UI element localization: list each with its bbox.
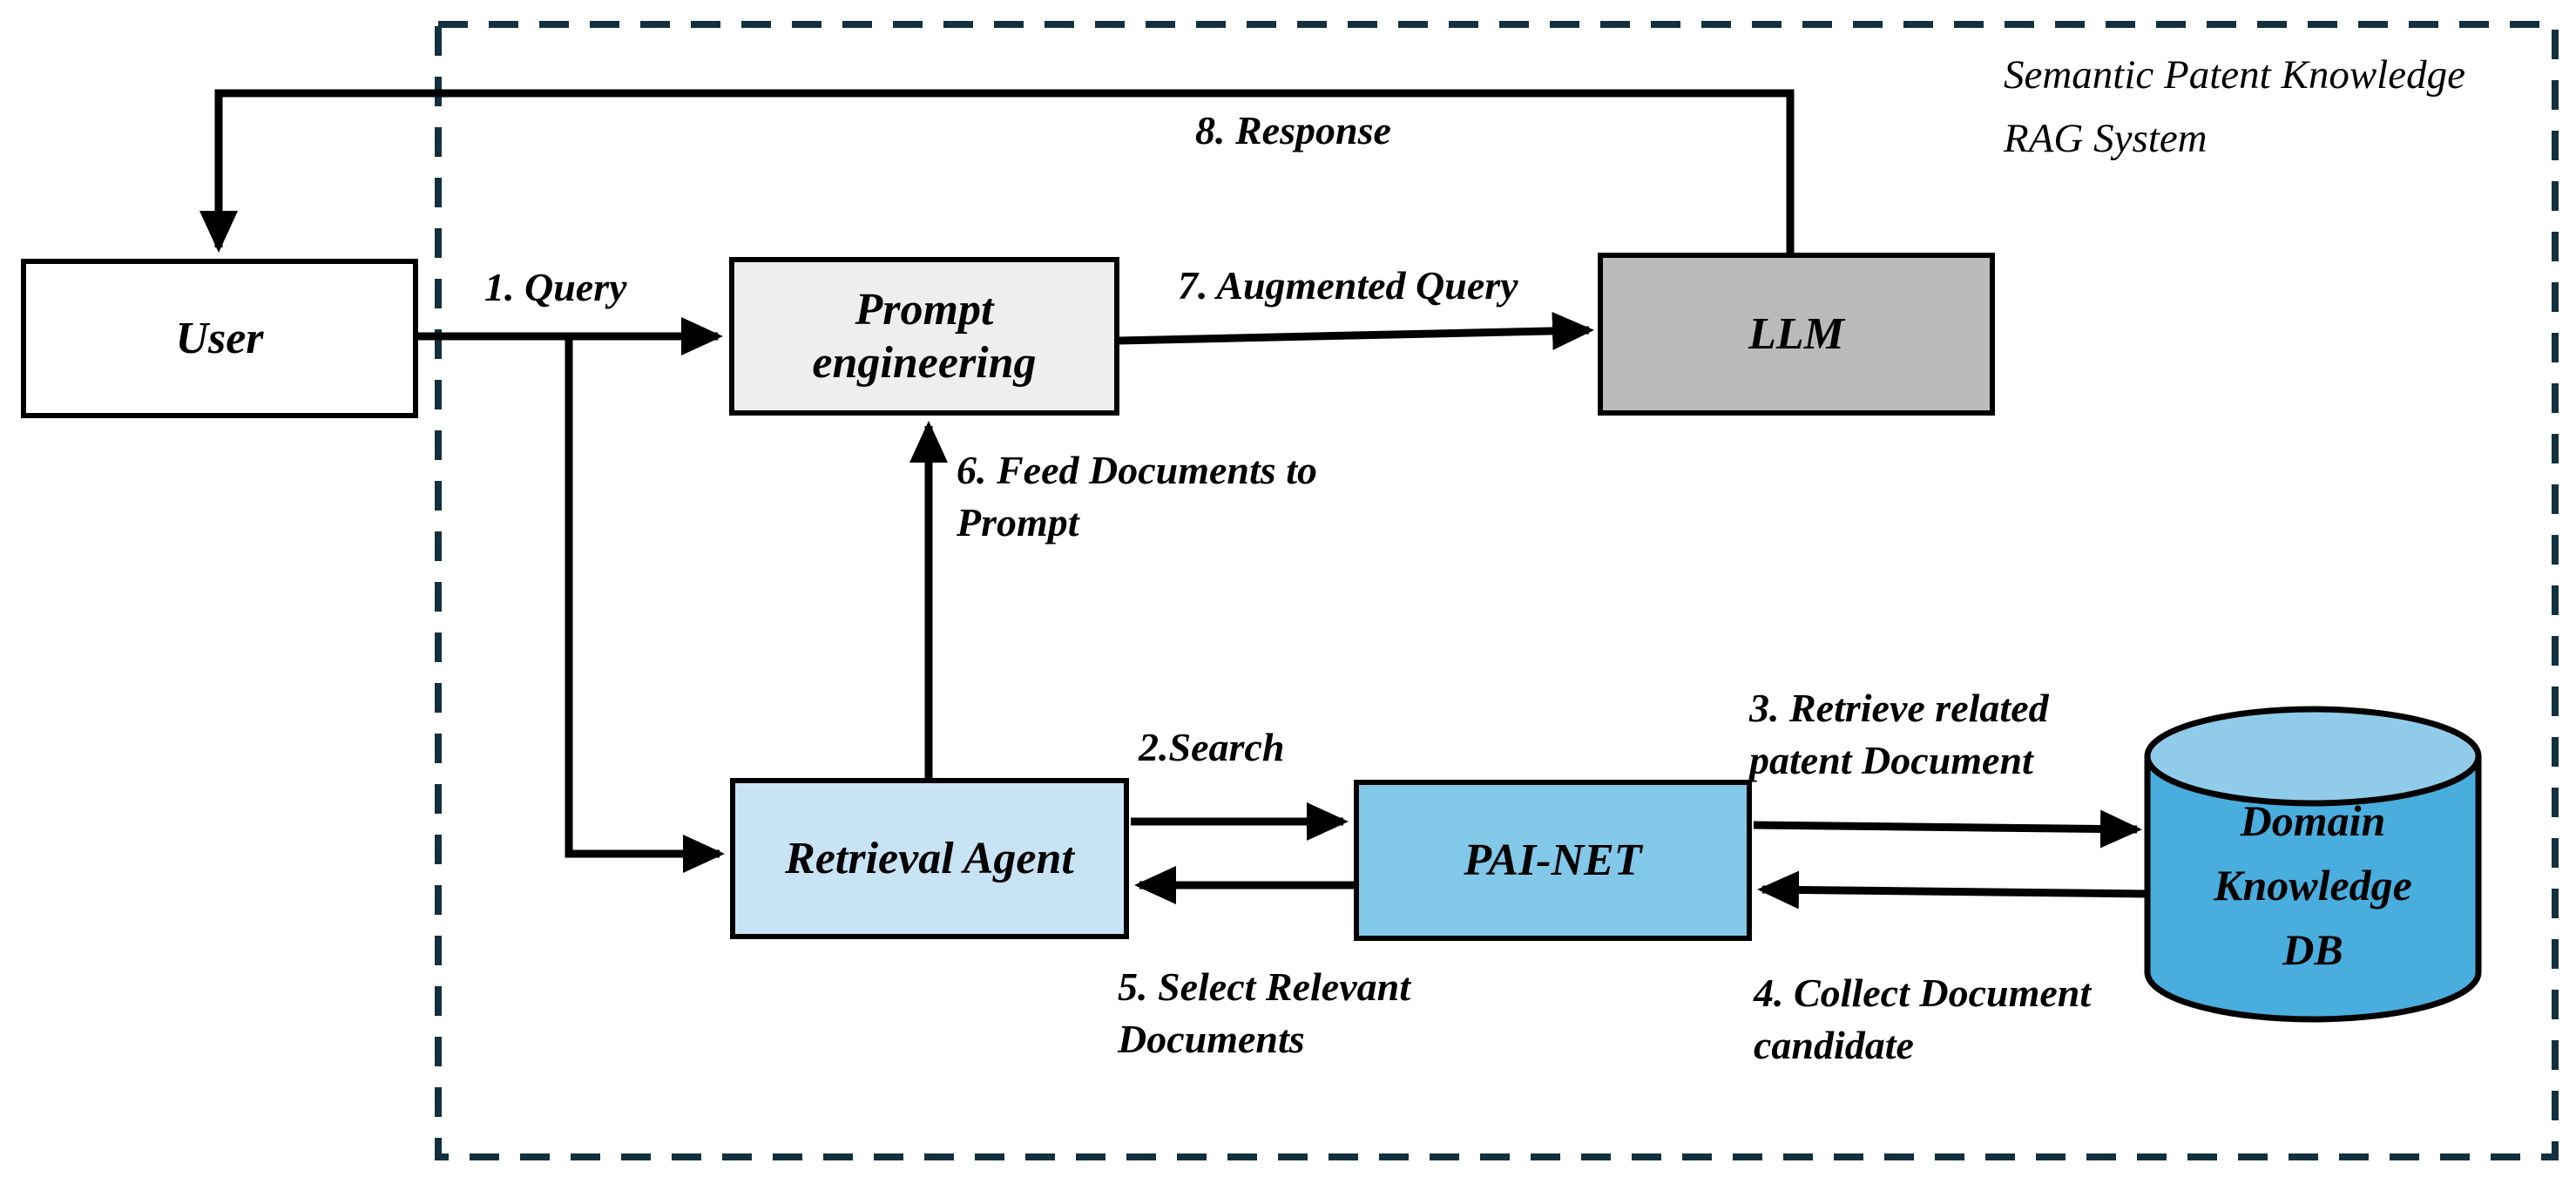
edge-label-feed-documents: 6. Feed Documents to Prompt bbox=[957, 448, 1317, 545]
edge-retrieve-related bbox=[1753, 809, 2142, 849]
node-user-label: User bbox=[175, 313, 264, 363]
node-pai-net: PAI-NET bbox=[1354, 780, 1752, 941]
node-user: User bbox=[21, 259, 418, 418]
db-cylinder-top bbox=[2144, 706, 2482, 807]
node-pai-net-label: PAI-NET bbox=[1464, 835, 1642, 885]
db-cylinder-body bbox=[2144, 756, 2482, 1023]
edge-collect-candidate bbox=[1757, 870, 2148, 910]
edge-label-collect-candidate: 4. Collect Document candidate bbox=[1754, 971, 2092, 1067]
edge-label-query: 1. Query bbox=[484, 265, 627, 309]
node-llm: LLM bbox=[1598, 253, 1995, 416]
db-cylinder-icon bbox=[2144, 706, 2482, 1023]
node-domain-knowledge-db-label: Domain Knowledge DB bbox=[2214, 796, 2412, 974]
edge-augmented-query bbox=[1119, 311, 1594, 350]
edge-label-response: 8. Response bbox=[1195, 108, 1391, 152]
edge-response bbox=[199, 89, 1795, 253]
node-retrieval-agent: Retrieval Agent bbox=[730, 778, 1129, 939]
diagram-title: Semantic Patent Knowledge RAG System bbox=[2004, 52, 2465, 161]
edge-label-retrieve-related: 3. Retrieve related patent Document bbox=[1749, 686, 2049, 782]
edge-label-augmented-query: 7. Augmented Query bbox=[1178, 263, 1518, 308]
node-prompt-engineering: Prompt engineering bbox=[729, 257, 1119, 416]
system-boundary-dashed-border bbox=[435, 21, 2559, 1160]
edge-label-search: 2.Search bbox=[1139, 725, 1285, 769]
node-llm-label: LLM bbox=[1748, 308, 1844, 359]
edge-query-to-retrieval-agent bbox=[565, 336, 725, 873]
edge-label-select-relevant: 5. Select Relevant Documents bbox=[1118, 964, 1410, 1061]
node-prompt-engineering-label: Prompt engineering bbox=[812, 284, 1037, 388]
node-retrieval-agent-label: Retrieval Agent bbox=[785, 833, 1074, 883]
